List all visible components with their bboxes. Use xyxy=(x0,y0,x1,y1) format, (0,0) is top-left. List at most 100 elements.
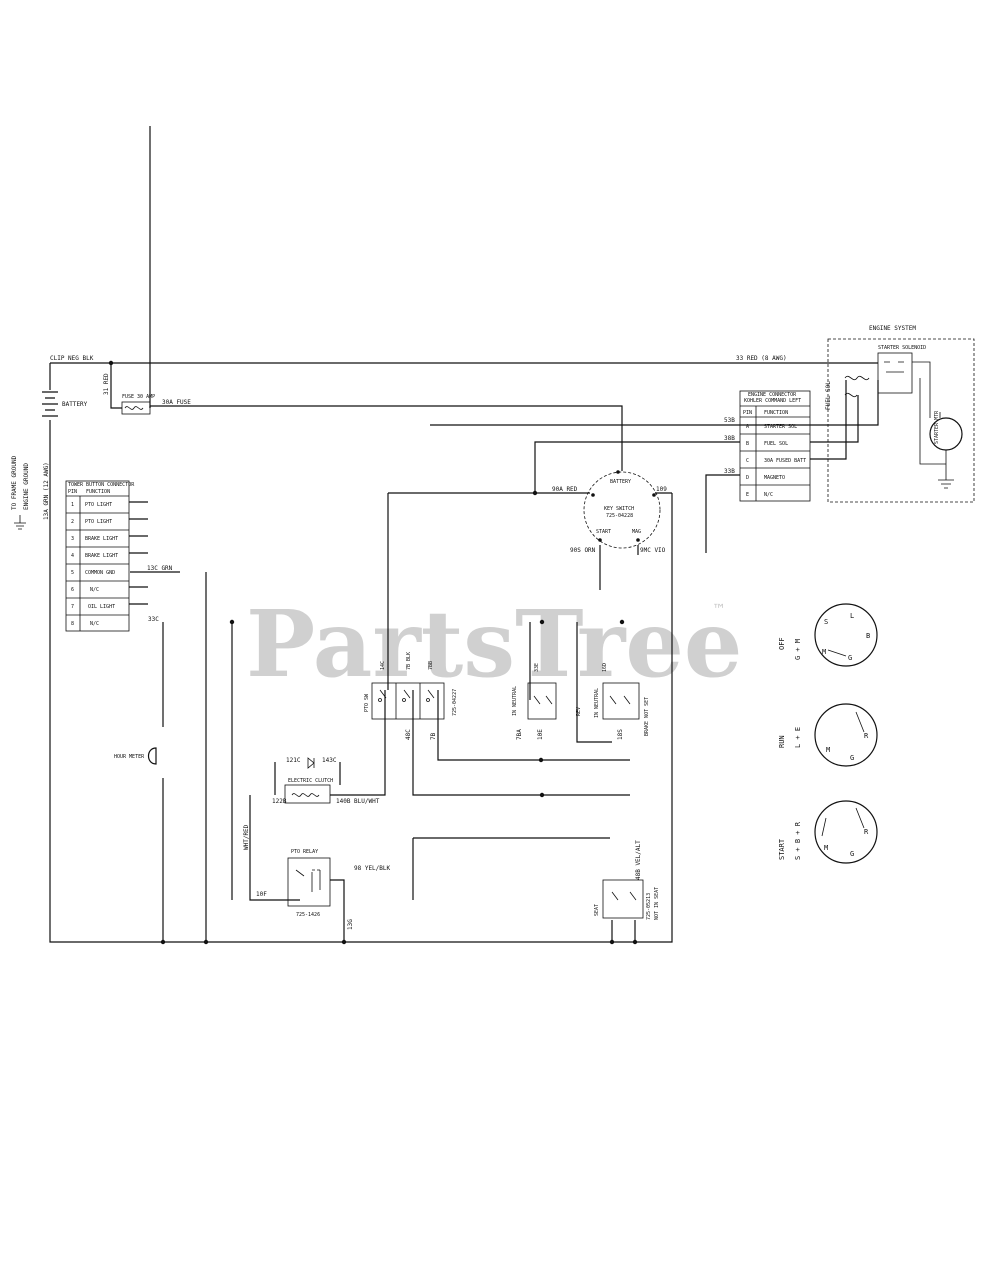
position-off-side: OFF xyxy=(778,637,786,650)
fuse-label: FUSE 30 AMP xyxy=(122,394,155,400)
wire-7b: 7B xyxy=(430,732,437,740)
cl-fn-7: OIL LIGHT xyxy=(88,604,115,610)
cr-pin-a: A xyxy=(746,424,749,430)
cl-pin-6: 6 xyxy=(71,587,74,593)
cr-fn-c: 30A FUSED BATT xyxy=(764,458,806,464)
relay-contacts xyxy=(295,869,321,892)
wire-seat-label: 48B VEL/ALT xyxy=(635,840,642,880)
wire-48c: 48C xyxy=(405,729,412,740)
brake-switch-box xyxy=(602,682,640,720)
key-term-l xyxy=(652,493,656,497)
cl-fn-6: N/C xyxy=(90,587,99,593)
cr-pin-e: E xyxy=(746,492,749,498)
seat-switch-part: 725-05213 xyxy=(646,893,652,920)
position-off-l: L xyxy=(850,612,854,620)
brake-switch-contacts xyxy=(609,695,631,705)
wire-pto-sw-2 xyxy=(437,690,630,761)
position-off-b: B xyxy=(866,632,870,640)
key-term-m xyxy=(636,538,640,542)
connector-right: ENGINE CONNECTOR KOHLER COMMAND LEFT PIN… xyxy=(739,390,811,502)
hour-meter-symbol xyxy=(147,747,157,765)
key-term-b xyxy=(616,470,620,474)
pto-switch-box xyxy=(371,682,445,720)
battery-label: BATTERY xyxy=(62,401,88,408)
starter-wires xyxy=(912,361,946,465)
wire-pto-sw-out xyxy=(412,690,630,796)
position-off-s: S xyxy=(824,618,828,626)
wire-10f: 10F xyxy=(256,891,267,898)
connector-left: TOWER BUTTON CONNECTOR PIN FUNCTION 1 PT… xyxy=(65,480,148,632)
wire-33c-label: 33C xyxy=(148,616,159,623)
cl-pin-8: 8 xyxy=(71,621,74,627)
engine-system: ENGINE SYSTEM STARTER SOLENOID FUEL SOL … xyxy=(825,325,975,503)
position-start-r: R xyxy=(864,828,869,836)
position-off-link xyxy=(827,649,847,657)
seat-switch-contacts xyxy=(611,891,637,901)
neutral-switch-label: IN NEUTRAL xyxy=(512,686,518,716)
pto-contact-3 xyxy=(426,698,430,702)
position-run-r: R xyxy=(864,732,869,740)
node-33c xyxy=(160,939,166,945)
wire-ground-sub: TO FRAME GROUND xyxy=(11,455,18,510)
wire-7b-blk: 7B BLK xyxy=(406,652,412,670)
rev-switch-label: REV xyxy=(576,707,582,716)
pto-contact-2 xyxy=(402,698,406,702)
position-start-link xyxy=(821,807,865,837)
pto-contact-1 xyxy=(378,698,382,702)
connector-right-subtitle: KOHLER COMMAND LEFT xyxy=(744,398,801,404)
connector-left-col2: FUNCTION xyxy=(86,489,110,495)
seat-switch-label: SEAT xyxy=(594,904,600,916)
cl-pin-1: 1 xyxy=(71,502,74,508)
battery-symbol xyxy=(42,391,58,417)
wire-33b: 33B xyxy=(724,468,735,475)
wire-neg-label: CLIP NEG BLK xyxy=(50,355,94,362)
cl-fn-1: PTO LIGHT xyxy=(85,502,112,508)
wire-13c-label: 13C GRN xyxy=(147,565,173,572)
switch-bank: PTO SW 725-04227 14C 7B BLK 7BB IN NEUTR… xyxy=(364,652,650,736)
fuel-sol-coil-2 xyxy=(844,392,858,398)
wire-rev xyxy=(576,622,612,743)
connector-left-col1: PIN xyxy=(68,489,77,495)
wire-relay-label: WHT/RED xyxy=(243,824,250,850)
watermark-tm: ™ xyxy=(712,602,726,618)
position-off: OFF G + M S L M B G xyxy=(778,603,878,667)
node-pto-coil xyxy=(341,939,347,945)
engine-system-box xyxy=(827,338,975,503)
wire-magneto xyxy=(705,474,740,553)
wire-fused-batt xyxy=(810,380,847,460)
cr-fn-b: FUEL SOL xyxy=(764,441,788,447)
hour-meter-label: HOUR METER xyxy=(114,754,145,760)
pto-switch-contacts xyxy=(379,689,435,699)
wire-16d: 16D xyxy=(602,663,608,672)
node-neutral xyxy=(539,619,545,625)
connector-left-leads xyxy=(129,501,148,605)
wire-53b: 53B xyxy=(724,417,735,424)
position-start-side: START xyxy=(778,838,786,860)
relay-part: 725-1426 xyxy=(296,912,320,918)
brake-switch-off: BRAKE NOT SET xyxy=(644,697,650,736)
cr-pin-b: B xyxy=(746,441,749,447)
node-mid xyxy=(229,619,235,625)
pto-switch-part: 725-04227 xyxy=(452,689,458,716)
key-switch-body xyxy=(583,471,661,549)
fuel-sol-coil xyxy=(844,375,870,381)
wire-clutch-b: 143C xyxy=(322,757,337,764)
wire-key-outputs xyxy=(599,545,639,590)
neutral-switch-box xyxy=(527,682,557,720)
wire-fused xyxy=(149,405,623,471)
position-off-g: G xyxy=(848,654,852,662)
pto-switch-label: PTO SW xyxy=(364,693,370,712)
wire-key-lead-label: 9MC VIO xyxy=(640,547,666,554)
wire-7ba: 7BA xyxy=(516,729,523,740)
wire-pto-coil-label: 98 YEL/BLK xyxy=(354,865,391,872)
clutch-coil xyxy=(291,793,320,797)
position-start-g: G xyxy=(850,850,854,858)
key-switch-start: START xyxy=(596,529,611,535)
wire-left-main xyxy=(49,363,673,943)
wire-start-label: 90S ORN xyxy=(570,547,596,554)
frame-ground-symbol xyxy=(14,515,26,530)
wire-red-feed xyxy=(110,126,151,409)
connector-left-grid xyxy=(66,495,129,631)
node-seat-1 xyxy=(609,939,615,945)
position-run-link xyxy=(855,711,865,733)
